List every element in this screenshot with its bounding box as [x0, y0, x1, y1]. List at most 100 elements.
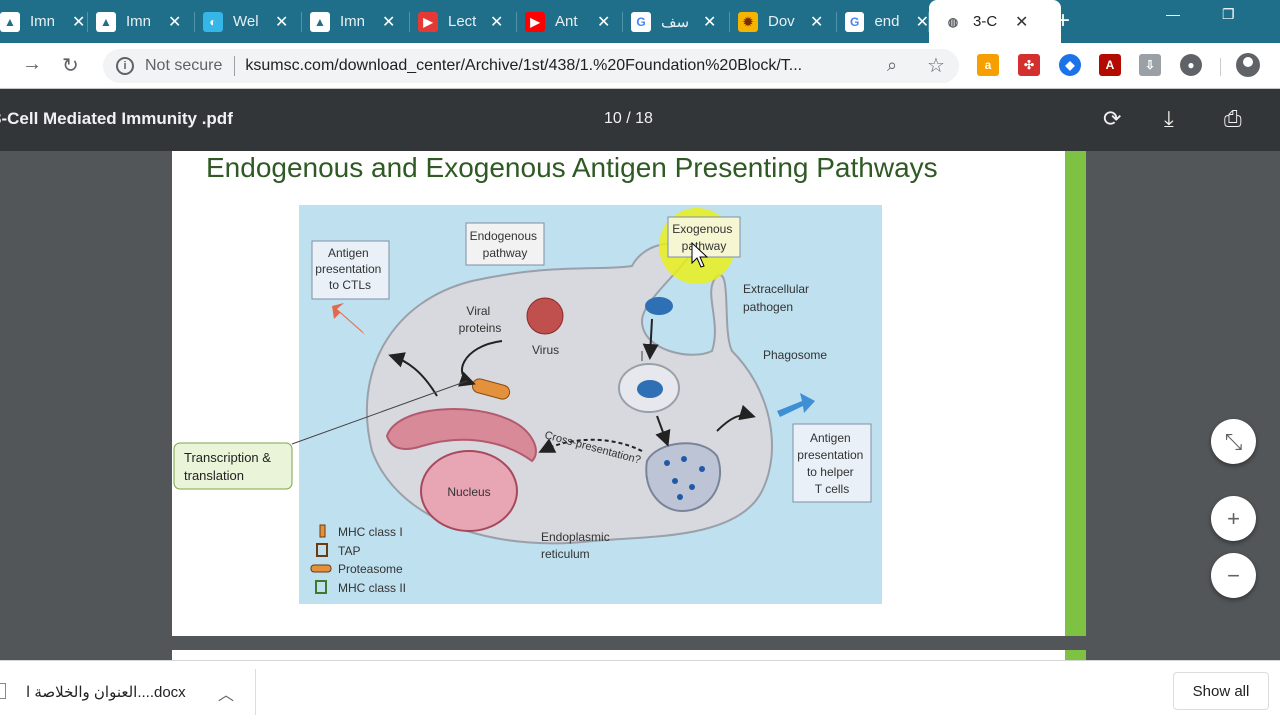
restore-button[interactable]: ❐ — [1222, 6, 1235, 22]
tab[interactable]: ✹Dov✕ — [730, 0, 837, 43]
download-shelf: العنوان والخلاصة ا....docx ︿ Show all — [0, 660, 1280, 720]
url-separator — [234, 56, 236, 76]
nucleus — [420, 450, 518, 532]
legend-proteasome: Proteasome — [338, 562, 403, 576]
close-tab-icon[interactable]: ✕ — [275, 13, 289, 31]
shopping-extension-icon[interactable]: a — [977, 54, 999, 76]
edge-icon: ◐ — [203, 11, 223, 32]
zoom-in-button[interactable]: + — [1211, 496, 1256, 541]
fit-to-page-button[interactable]: ⤡ — [1211, 419, 1256, 464]
browser-toolbar: → ↻ i Not secure ksumsc.com/download_cen… — [0, 43, 1280, 89]
label-exogenous-1: Exogenous — [672, 222, 732, 236]
label-virus: Virus — [532, 343, 559, 357]
label-viral-2: proteins — [459, 321, 502, 335]
helper-out-arrow — [777, 393, 815, 417]
tab-separator — [194, 12, 195, 32]
arrow-viral-to-proteasome — [458, 340, 503, 387]
label-ctl-3: to CTLs — [329, 278, 371, 292]
exogenous-box — [667, 216, 741, 258]
tab[interactable]: ◐ Wel ✕ — [195, 0, 302, 43]
antigen-pathway-diagram: Antigen presentation to CTLs Endogenous … — [173, 205, 882, 604]
tab-title: end — [874, 13, 900, 30]
profile-avatar-icon[interactable] — [1236, 53, 1260, 77]
label-extracellular-1: Extracellular — [743, 282, 809, 296]
label-er-2: reticulum — [541, 547, 590, 561]
label-ctl-2: presentation — [315, 262, 381, 276]
new-tab-button[interactable]: + — [1055, 7, 1070, 34]
arrow-to-mhc1-surface — [388, 352, 438, 397]
bookmark-star-icon[interactable]: ☆ — [927, 55, 945, 77]
virus — [526, 297, 564, 335]
label-helper-1: Antigen — [810, 431, 851, 445]
tab-title: Imn — [340, 13, 366, 30]
svg-text:Viral proteins: Viral proteins — [459, 304, 502, 335]
info-icon[interactable]: i — [116, 57, 134, 75]
circle-extension-icon[interactable]: ● — [1180, 54, 1202, 76]
download-file-name[interactable]: العنوان والخلاصة ا....docx — [26, 684, 186, 701]
download-extension-icon[interactable]: ⇩ — [1139, 54, 1161, 76]
label-er-1: Endoplasmic — [541, 530, 610, 544]
label-transcription-2: translation — [184, 468, 244, 483]
zoom-icon[interactable]: ⌕ — [887, 55, 898, 75]
close-tab-icon[interactable]: ✕ — [810, 13, 824, 31]
tab-title: Imn — [126, 13, 152, 30]
endoplasmic-reticulum — [385, 408, 537, 463]
pdf-viewer[interactable]: Endogenous and Exogenous Antigen Present… — [0, 151, 1280, 660]
avatar-icon: ▲ — [96, 11, 116, 32]
print-icon[interactable]: ⎙ — [1224, 106, 1242, 131]
legend-mhc2: MHC class II — [338, 581, 406, 595]
download-icon[interactable]: ⤓ — [1164, 106, 1174, 131]
chevron-up-icon[interactable]: ︿ — [218, 687, 235, 704]
close-tab-icon[interactable]: ✕ — [382, 13, 396, 31]
rotate-icon[interactable]: ⟳ — [1103, 106, 1122, 131]
tab-title: Dov — [768, 13, 795, 30]
url-text[interactable]: ksumsc.com/download_center/Archive/1st/4… — [245, 57, 803, 74]
close-tab-icon[interactable]: ✕ — [168, 13, 182, 31]
tab-title: Wel — [233, 13, 259, 30]
endogenous-box — [465, 222, 545, 266]
tab[interactable]: ▶ Lect ✕ — [410, 0, 517, 43]
tab-separator — [729, 12, 730, 32]
tab-title: 3-C — [973, 13, 998, 30]
tab[interactable]: ▲Imn✕ — [0, 0, 88, 43]
pdf-toolbar: 3-Cell Mediated Immunity .pdf 10 / 18 ⟳ … — [0, 89, 1280, 151]
slide-title: Endogenous and Exogenous Antigen Present… — [206, 152, 938, 183]
close-tab-icon[interactable]: ✕ — [490, 13, 504, 31]
extracellular-pathogen — [645, 297, 673, 315]
close-tab-icon[interactable]: ✕ — [597, 13, 611, 31]
forward-button[interactable]: → — [22, 53, 42, 75]
label-endogenous-1: Endogenous — [470, 229, 537, 243]
minimize-button[interactable]: ― — [1166, 6, 1180, 22]
zoom-out-button[interactable]: − — [1211, 553, 1256, 598]
close-tab-icon[interactable]: ✕ — [703, 13, 717, 31]
slide-green-border — [1065, 151, 1086, 636]
close-tab-icon[interactable]: ✕ — [72, 13, 86, 31]
label-helper-4: T cells — [815, 482, 849, 496]
avatar-icon: ▲ — [0, 11, 20, 32]
next-pdf-page — [172, 650, 1086, 660]
address-bar[interactable]: i Not secure ksumsc.com/download_center/… — [103, 49, 959, 83]
tab[interactable]: ◍3-C✕ — [929, 0, 1061, 43]
reload-button[interactable]: ↻ — [62, 55, 79, 77]
label-phagosome: Phagosome — [763, 348, 827, 362]
arrow-to-mhc2-surface — [716, 404, 756, 432]
video-icon: ▶ — [418, 11, 438, 32]
tab-title: Lect — [448, 13, 477, 30]
label-helper-2: presentation — [797, 448, 863, 462]
svg-text:Endogenous pathway: Endogenous pathway — [470, 229, 541, 260]
label-viral-1: Viral — [466, 304, 490, 318]
close-tab-icon[interactable]: ✕ — [1015, 13, 1029, 31]
page-counter[interactable]: 10 / 18 — [604, 110, 653, 127]
pdf-extension-icon[interactable]: A — [1099, 54, 1121, 76]
tab[interactable]: ▲Imn✕ — [302, 0, 410, 43]
close-tab-icon[interactable]: ✕ — [915, 13, 929, 31]
blue-extension-icon[interactable]: ◆ — [1059, 54, 1081, 76]
show-all-button[interactable]: Show all — [1173, 672, 1269, 710]
mendeley-extension-icon[interactable]: ✣ — [1018, 54, 1040, 76]
label-helper-3: to helper — [807, 465, 854, 479]
tab[interactable]: ▶Ant✕ — [517, 0, 623, 43]
tab[interactable]: ▲ Imn ✕ — [88, 0, 195, 43]
